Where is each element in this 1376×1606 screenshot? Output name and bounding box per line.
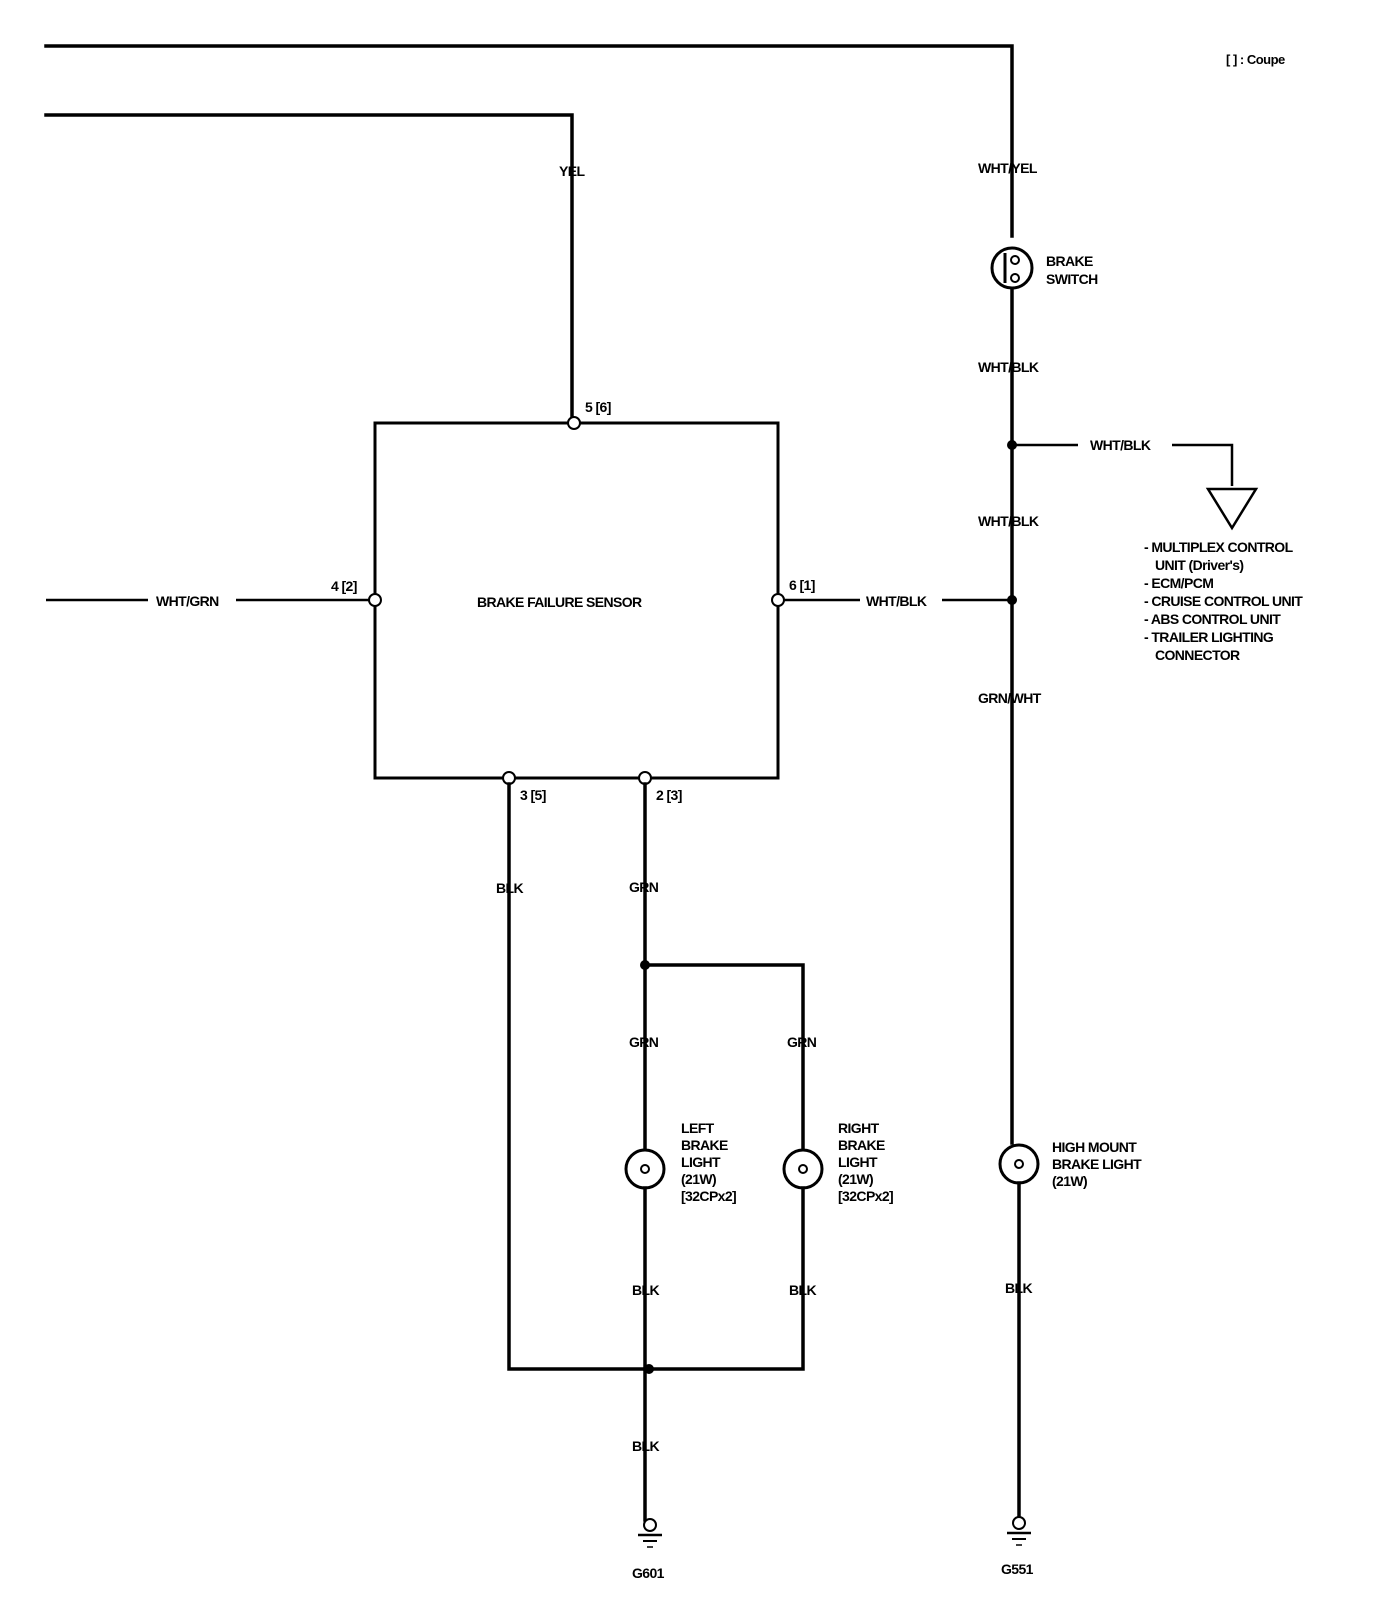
sensor-pin-bottom-right <box>638 771 652 785</box>
wire-label-grn-right: GRN <box>787 1034 817 1050</box>
wire-label-blk-high: BLK <box>1005 1280 1032 1296</box>
destination-list: - MULTIPLEX CONTROL UNIT (Driver's) - EC… <box>1144 539 1304 663</box>
destination-item: CONNECTOR <box>1155 647 1240 663</box>
sensor-pin-top <box>567 416 581 430</box>
wire-blk-right <box>643 1186 805 1371</box>
wire-wht-blk-branch-end <box>1172 443 1234 486</box>
right-light-label: [32CPx2] <box>838 1188 893 1204</box>
wire-label-grn-sensor: GRN <box>629 879 659 895</box>
ground-g551-icon <box>1007 1516 1031 1546</box>
left-light-label: BRAKE <box>681 1137 728 1153</box>
wire-wht-yel <box>44 44 1014 238</box>
sensor-pin-bottom-left <box>502 771 516 785</box>
wire-label-blk-sensor: BLK <box>496 880 523 896</box>
wire-label-blk-right: BLK <box>789 1282 816 1298</box>
coupe-legend: [ ] : Coupe <box>1226 52 1285 67</box>
ground-g601-icon <box>638 1518 662 1548</box>
high-light-label: BRAKE LIGHT <box>1052 1156 1142 1172</box>
wire-label-grn-left: GRN <box>629 1034 659 1050</box>
wire-label-wht-blk-1: WHT/BLK <box>978 359 1039 375</box>
wire-label-yel: YEL <box>559 163 585 179</box>
sensor-pin-bottom-right-label: 2 [3] <box>656 787 682 803</box>
destination-item: - ECM/PCM <box>1144 575 1213 591</box>
wire-grn-right <box>643 963 805 1154</box>
sensor-pin-left <box>368 593 382 607</box>
sensor-pin-top-label: 5 [6] <box>585 399 611 415</box>
arrow-down-icon <box>1205 487 1259 531</box>
right-light-label: BRAKE <box>838 1137 885 1153</box>
sensor-label: BRAKE FAILURE SENSOR <box>477 594 642 610</box>
junction-dot-sensor <box>1007 595 1017 605</box>
brake-switch-icon <box>990 246 1034 290</box>
left-light-label: [32CPx2] <box>681 1188 736 1204</box>
high-light-label: HIGH MOUNT <box>1052 1139 1137 1155</box>
wire-label-blk-ground: BLK <box>632 1438 659 1454</box>
wire-label-grn-wht: GRN/WHT <box>978 690 1042 706</box>
destination-item: - MULTIPLEX CONTROL <box>1144 539 1294 555</box>
destination-item: - TRAILER LIGHTING <box>1144 629 1274 645</box>
high-light-label: (21W) <box>1052 1173 1087 1189</box>
junction-dot-ground <box>644 1364 654 1374</box>
high-mount-brake-light-icon <box>998 1143 1040 1185</box>
brake-switch-label-line2: SWITCH <box>1046 271 1098 287</box>
sensor-pin-right-label: 6 [1] <box>789 577 815 593</box>
wire-yel <box>44 113 574 423</box>
brake-switch-label-line1: BRAKE <box>1046 253 1093 269</box>
right-light-label: (21W) <box>838 1171 873 1187</box>
destination-item: - CRUISE CONTROL UNIT <box>1144 593 1303 609</box>
wire-blk-sensor <box>507 782 651 1371</box>
sensor-pin-left-label: 4 [2] <box>331 578 357 594</box>
left-light-label: (21W) <box>681 1171 716 1187</box>
ground-g551-label: G551 <box>1001 1561 1034 1577</box>
left-brake-light-icon <box>624 1148 666 1190</box>
destination-item: - ABS CONTROL UNIT <box>1144 611 1281 627</box>
wire-label-wht-yel: WHT/YEL <box>978 160 1038 176</box>
wire-label-wht-blk-2: WHT/BLK <box>978 513 1039 529</box>
wire-label-blk-left: BLK <box>632 1282 659 1298</box>
ground-g601-label: G601 <box>632 1565 665 1581</box>
sensor-pin-bottom-left-label: 3 [5] <box>520 787 546 803</box>
sensor-pin-right <box>771 593 785 607</box>
right-light-label: RIGHT <box>838 1120 880 1136</box>
right-brake-light-icon <box>782 1148 824 1190</box>
destination-item: UNIT (Driver's) <box>1155 557 1243 573</box>
left-light-label: LEFT <box>681 1120 715 1136</box>
wire-label-wht-grn: WHT/GRN <box>156 593 219 609</box>
left-light-label: LIGHT <box>681 1154 721 1170</box>
wire-label-wht-blk-branch: WHT/BLK <box>1090 437 1151 453</box>
right-light-label: LIGHT <box>838 1154 878 1170</box>
wire-label-wht-blk-sensor: WHT/BLK <box>866 593 927 609</box>
